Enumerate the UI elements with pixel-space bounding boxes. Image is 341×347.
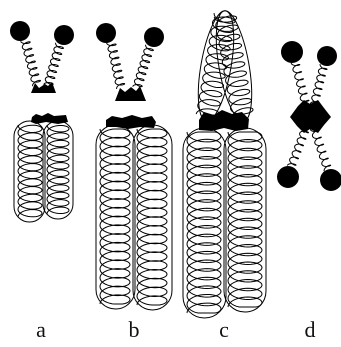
chromatin-coil [291, 63, 309, 106]
chromatin-coil [187, 132, 221, 313]
chromatin-coil [310, 129, 330, 171]
terminal-knob [317, 46, 337, 66]
chromatin-coil [18, 125, 42, 217]
terminal-knob [144, 27, 164, 47]
terminal-knob [320, 169, 341, 191]
chromatin-coil [21, 41, 41, 86]
chromatin-coil [133, 45, 154, 87]
chromosome-c [183, 8, 266, 318]
chromosome-d [277, 41, 341, 191]
panel-label-d: d [298, 318, 322, 342]
chromatin-coil [47, 125, 69, 214]
chromatin-coil [44, 43, 64, 85]
panel-label-c: c [212, 318, 236, 342]
chromatin-coil [310, 64, 327, 104]
chromatin-coil [107, 43, 125, 89]
centromere-block [31, 82, 56, 93]
panel-label-a: a [29, 318, 53, 342]
chromosome-a [10, 21, 74, 222]
chromatin-coil [228, 132, 262, 307]
chromatin-coil [100, 129, 130, 304]
terminal-knob [54, 25, 74, 45]
chromosome-b [96, 23, 172, 310]
centromere-block [115, 86, 146, 101]
terminal-knob [10, 21, 30, 41]
chromatin-coil [137, 129, 167, 305]
terminal-knob [277, 166, 299, 188]
centromere-block [106, 115, 156, 129]
terminal-knob [96, 23, 116, 43]
centromere-block [290, 100, 331, 133]
chromatin-coil [287, 127, 308, 166]
terminal-knob [281, 41, 303, 63]
panel-label-b: b [122, 318, 146, 342]
